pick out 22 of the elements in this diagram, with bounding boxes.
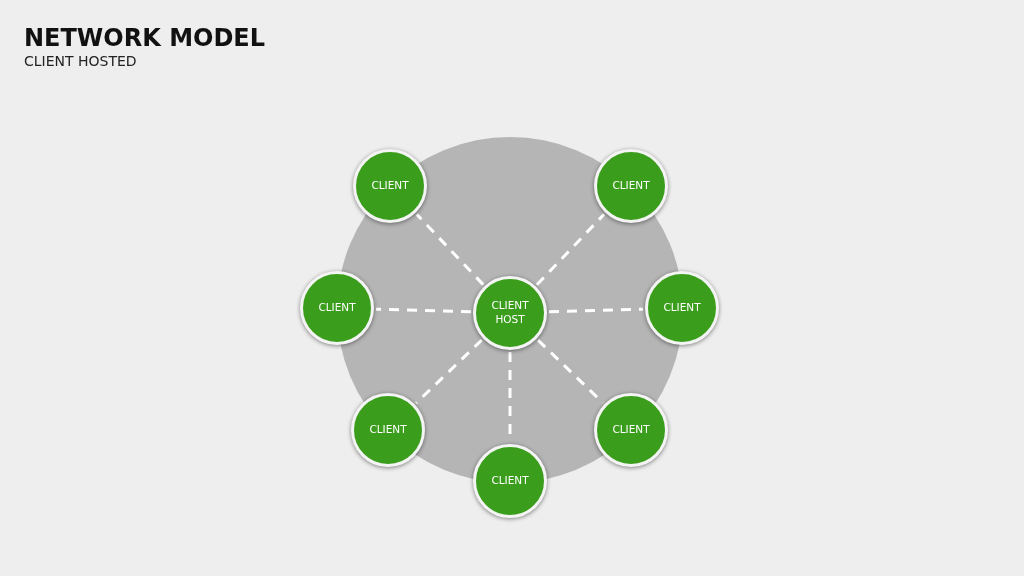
node-label: CLIENT <box>370 179 410 193</box>
node-label: CLIENT <box>611 423 651 437</box>
dashed-connector <box>548 307 644 314</box>
node-label: CLIENT HOST <box>490 299 530 327</box>
client-circle <box>594 149 668 223</box>
client-circle <box>645 271 719 345</box>
client-circle <box>351 393 425 467</box>
node-label: CLIENT <box>611 179 651 193</box>
client-circle <box>300 271 374 345</box>
client-circle <box>594 393 668 467</box>
subtitle: CLIENT HOSTED <box>24 53 137 69</box>
dashed-connector <box>415 213 485 286</box>
dashed-connector <box>415 338 483 405</box>
node-label: CLIENT <box>317 301 357 315</box>
client-circle <box>353 149 427 223</box>
dashed-connector <box>375 307 472 314</box>
client-circle <box>473 444 547 518</box>
node-label: CLIENT <box>662 301 702 315</box>
title: NETWORK MODEL <box>24 24 266 52</box>
dashed-connector <box>535 213 606 286</box>
node-label: CLIENT <box>490 474 530 488</box>
node-label: CLIENT <box>368 423 408 437</box>
